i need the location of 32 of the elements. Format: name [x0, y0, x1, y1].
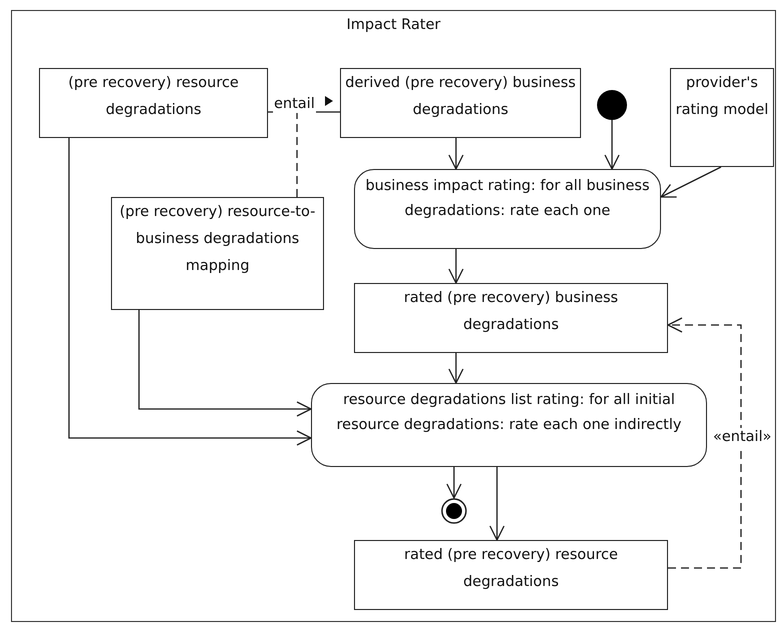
- initial-node: [597, 90, 627, 120]
- arrow: [489, 467, 505, 541]
- arrow: [448, 249, 464, 284]
- final-node: [441, 498, 467, 524]
- object-box: [670, 68, 774, 167]
- connector-line: [296, 112, 298, 197]
- action-box: [354, 169, 661, 249]
- action-box: [311, 383, 707, 467]
- object-box: [39, 68, 268, 138]
- node-text: derived (pre recovery) business degradations: [344, 74, 577, 120]
- node-text: business impact rating: for all business degradations: rate each one: [364, 177, 651, 221]
- arrow: [604, 120, 620, 170]
- node-text: resource degradations list rating: for all initial resource degradations: rate each one indirectly: [336, 391, 682, 435]
- arrow: [667, 317, 742, 569]
- node-text: rated (pre recovery) business degradations: [402, 289, 620, 335]
- arrow: [448, 138, 464, 170]
- arrow: [448, 353, 464, 384]
- object-box: [354, 540, 668, 610]
- object-box: [111, 197, 324, 310]
- object-box: [340, 68, 581, 138]
- frame-title: Impact Rater: [346, 16, 442, 35]
- arrow: [68, 138, 312, 446]
- frame-boundary: [11, 10, 776, 622]
- node-text: provider's rating model: [674, 74, 770, 120]
- arrow: [446, 467, 462, 499]
- object-box: [354, 283, 668, 353]
- node-text: rated (pre recovery) resource degradations: [403, 546, 619, 592]
- arrow: [138, 310, 312, 417]
- node-text: (pre recovery) resource degradations: [67, 74, 240, 120]
- edge-label: «entail»: [712, 428, 772, 446]
- node-text: (pre recovery) resource-to-business degradations mapping: [118, 203, 316, 276]
- arrow: [660, 166, 722, 198]
